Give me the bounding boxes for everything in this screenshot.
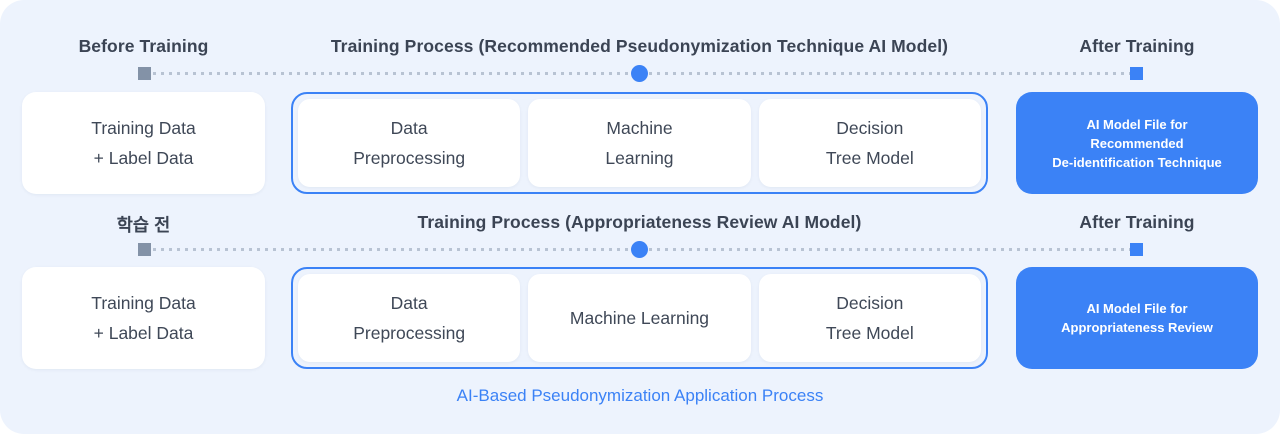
step-box-data-preprocessing-row2: Data Preprocessing: [298, 274, 521, 362]
step-label: Preprocessing: [353, 323, 466, 343]
timeline-start-marker-row1: [138, 67, 151, 80]
step-box-decision-tree-row1: Decision Tree Model: [758, 99, 981, 187]
pipeline-container-row1: Data Preprocessing Machine Learning Deci…: [291, 92, 988, 194]
pipeline-container-row2: Data Preprocessing Machine Learning Deci…: [291, 267, 988, 369]
input-data-box-row2: Training Data + Label Data: [22, 267, 265, 369]
step-label: Data: [390, 293, 428, 313]
step-label: Machine: [606, 118, 673, 138]
output-label-line1: AI Model File for: [1086, 301, 1188, 316]
step-box-machine-learning-row2: Machine Learning: [528, 274, 751, 362]
step-box-data-preprocessing-row1: Data Preprocessing: [298, 99, 521, 187]
input-data-line1: Training Data: [91, 293, 196, 313]
input-data-line2: + Label Data: [93, 148, 194, 168]
input-data-box-row1: Training Data + Label Data: [22, 92, 265, 194]
output-label-line2: Recommended: [1090, 135, 1184, 151]
step-label: Decision: [836, 118, 904, 138]
step-label: Preprocessing: [353, 148, 466, 168]
step-label: Machine Learning: [569, 308, 710, 328]
output-label-line2: Appropriateness Review: [1061, 320, 1213, 335]
output-label-line3: De-identification Technique: [1052, 154, 1222, 170]
step-label: Tree Model: [825, 323, 914, 343]
output-model-box-row1: AI Model File for Recommended De-identif…: [1016, 92, 1258, 194]
output-model-box-row2: AI Model File for Appropriateness Review: [1016, 267, 1258, 369]
step-box-machine-learning-row1: Machine Learning: [528, 99, 751, 187]
input-data-line2: + Label Data: [93, 323, 194, 343]
step-label: Learning: [605, 148, 674, 168]
output-label-line1: AI Model File for: [1086, 116, 1188, 132]
step-label: Tree Model: [825, 148, 914, 168]
input-data-line1: Training Data: [91, 118, 196, 138]
step-label: Decision: [836, 293, 904, 313]
after-training-label-row1: After Training: [1079, 36, 1195, 56]
after-training-label-row2: After Training: [1079, 212, 1195, 232]
timeline-end-marker-row2: [1130, 243, 1143, 256]
step-label: Data: [390, 118, 428, 138]
step-box-decision-tree-row2: Decision Tree Model: [758, 274, 981, 362]
before-training-label-row2: 학습 전: [116, 215, 171, 235]
process-title-row1: Training Process (Recommended Pseudonymi…: [330, 36, 949, 56]
timeline-start-marker-row2: [138, 243, 151, 256]
timeline-mid-marker-row2: [631, 241, 648, 258]
diagram-caption: AI-Based Pseudonymization Application Pr…: [456, 386, 824, 405]
timeline-end-marker-row1: [1130, 67, 1143, 80]
timeline-mid-marker-row1: [631, 65, 648, 82]
process-title-row2: Training Process (Appropriateness Review…: [417, 212, 862, 232]
before-training-label-row1: Before Training: [78, 36, 209, 56]
